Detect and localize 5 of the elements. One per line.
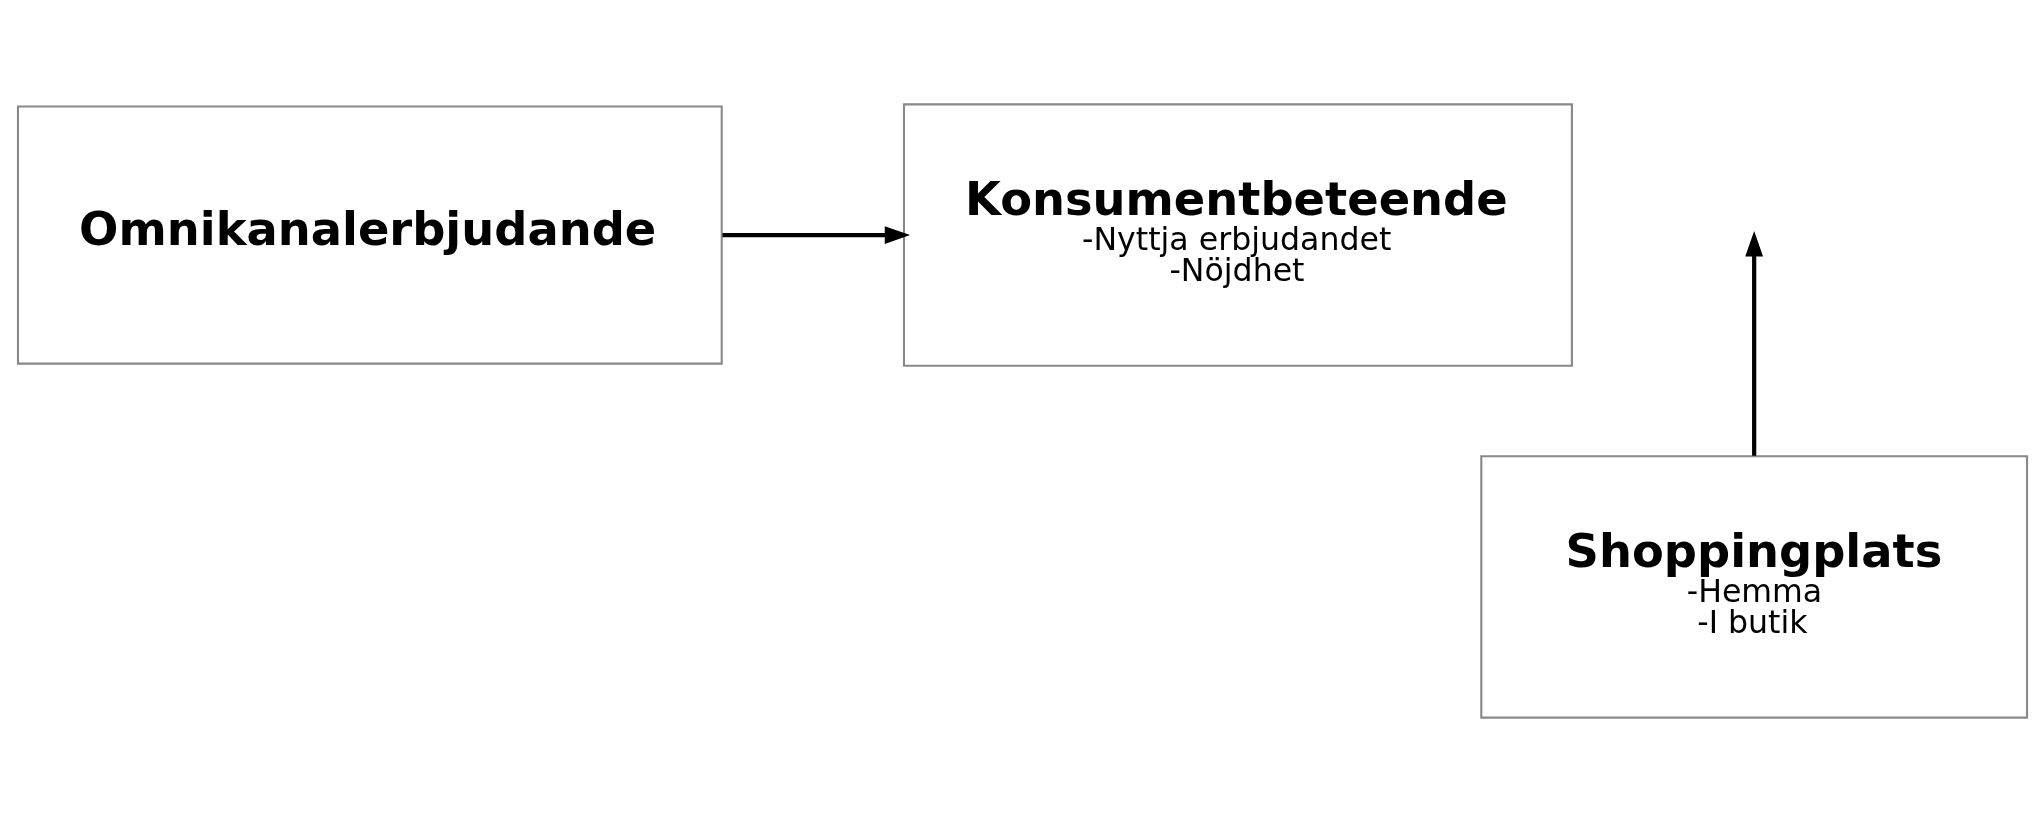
arrow [1744,231,1763,456]
node-box: Konsumentbeteende -Nyttja erbjudandet -Nöjdhet [902,103,1573,367]
node-box: Shoppingplats -Hemma -I butik [1479,455,2028,719]
arrow [722,226,910,244]
node-box: Omnikanalerbjudande [16,105,723,365]
